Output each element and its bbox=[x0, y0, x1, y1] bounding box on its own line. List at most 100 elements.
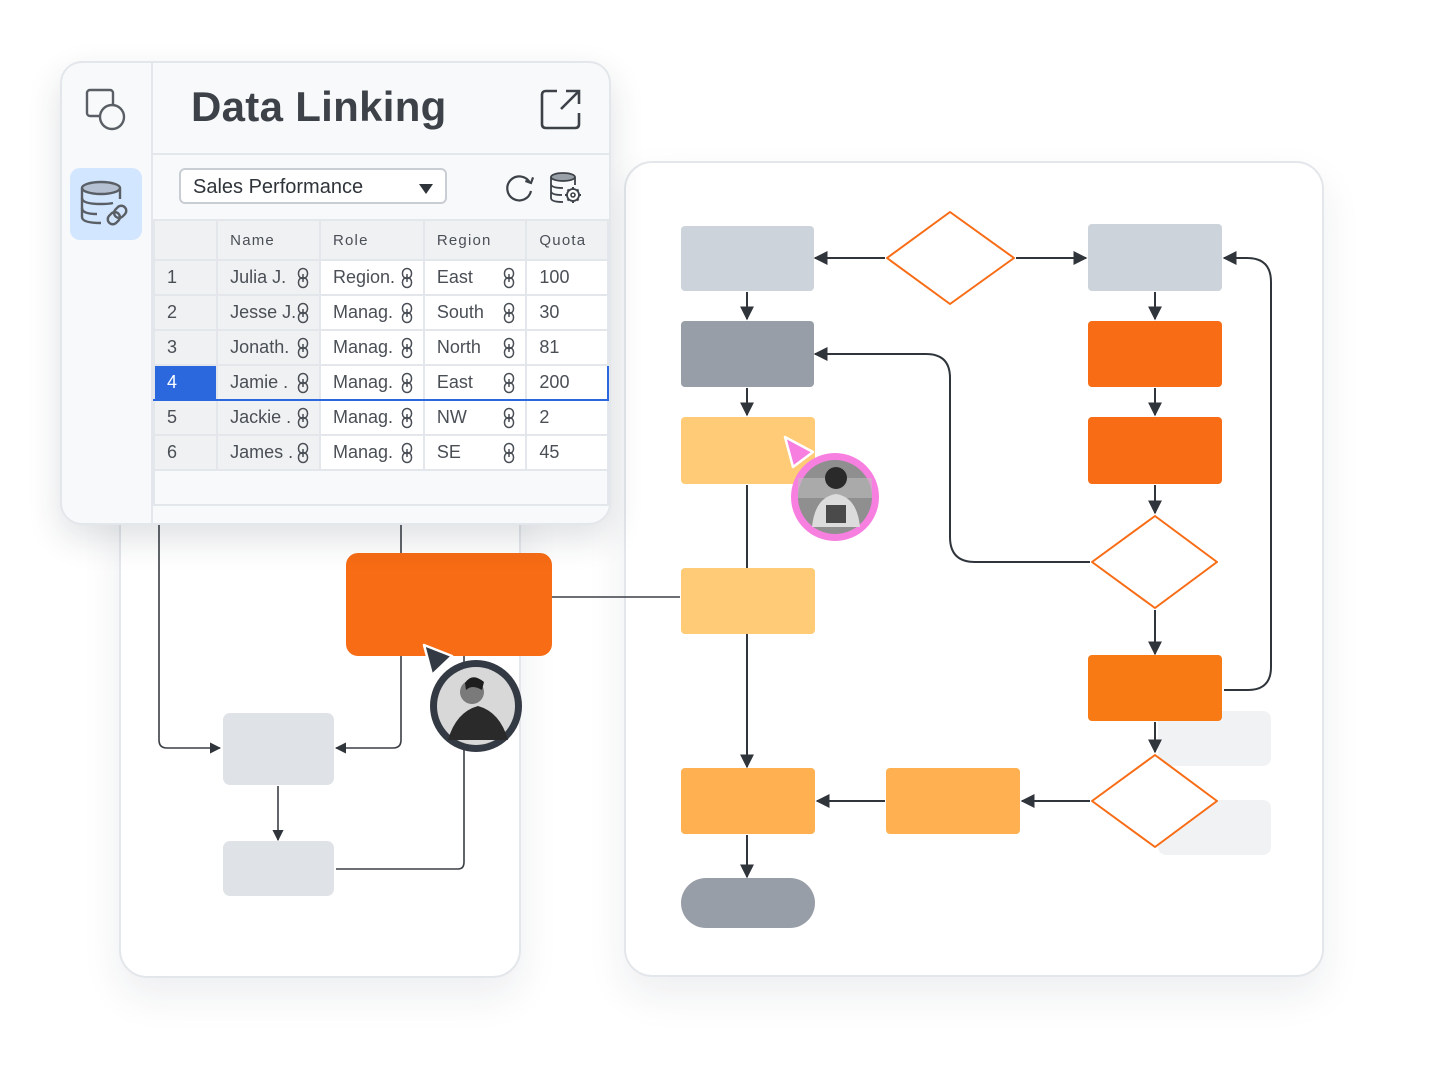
quota-cell[interactable]: 45 bbox=[525, 434, 609, 471]
link-icon[interactable] bbox=[297, 302, 309, 324]
quota-cell[interactable]: 100 bbox=[525, 259, 609, 296]
table-row[interactable]: 6 James . Manag. SE 45 bbox=[152, 434, 609, 471]
data-source-selected: Sales Performance bbox=[193, 176, 364, 198]
process-node-orange[interactable] bbox=[346, 553, 552, 656]
process-node-dark-gray[interactable] bbox=[681, 321, 814, 387]
name-cell[interactable]: Julia J. bbox=[216, 259, 321, 296]
role-cell[interactable]: Manag. bbox=[318, 364, 425, 401]
cell-text: SE bbox=[436, 442, 461, 462]
link-icon[interactable] bbox=[503, 372, 515, 394]
region-cell[interactable]: South bbox=[422, 294, 528, 331]
column-header-region[interactable]: Region bbox=[422, 219, 528, 261]
column-header-name[interactable]: Name bbox=[216, 219, 321, 261]
link-icon[interactable] bbox=[503, 442, 515, 464]
region-cell[interactable]: East bbox=[422, 364, 528, 401]
link-icon[interactable] bbox=[401, 407, 413, 429]
link-icon[interactable] bbox=[401, 267, 413, 289]
cell-text: Jamie . bbox=[230, 372, 289, 392]
process-node-gray[interactable] bbox=[223, 713, 334, 785]
shapes-tab-button[interactable] bbox=[70, 73, 142, 145]
row-number[interactable]: 1 bbox=[152, 259, 219, 296]
name-cell[interactable]: Jamie . bbox=[216, 364, 321, 401]
role-cell[interactable]: Manag. bbox=[318, 399, 425, 436]
decision-node[interactable] bbox=[1091, 515, 1218, 609]
link-icon[interactable] bbox=[503, 337, 515, 359]
link-icon[interactable] bbox=[401, 372, 413, 394]
link-icon[interactable] bbox=[401, 302, 413, 324]
cell-text: Jackie . bbox=[230, 407, 292, 427]
data-source-select[interactable]: Sales Performance bbox=[179, 168, 447, 204]
process-node-gray[interactable] bbox=[681, 226, 814, 291]
decision-node[interactable] bbox=[1091, 754, 1218, 848]
cell-text: 6 bbox=[167, 442, 178, 462]
process-node-orange[interactable] bbox=[1088, 321, 1222, 387]
region-cell[interactable]: North bbox=[422, 329, 528, 366]
decision-node[interactable] bbox=[886, 211, 1015, 305]
table-row[interactable]: 2 Jesse J. Manag. South 30 bbox=[152, 294, 609, 331]
link-icon[interactable] bbox=[297, 442, 309, 464]
process-node-light-orange[interactable] bbox=[681, 417, 815, 484]
process-node-mid-orange[interactable] bbox=[886, 768, 1020, 834]
cell-text: Manag. bbox=[332, 302, 394, 322]
external-link-icon[interactable] bbox=[539, 87, 583, 131]
row-number[interactable]: 6 bbox=[152, 434, 219, 471]
role-cell[interactable]: Manag. bbox=[318, 434, 425, 471]
link-icon[interactable] bbox=[503, 407, 515, 429]
row-number[interactable]: 5 bbox=[152, 399, 219, 436]
process-node-gray[interactable] bbox=[1088, 224, 1222, 291]
name-cell[interactable]: Jesse J. bbox=[216, 294, 321, 331]
role-cell[interactable]: Region. bbox=[318, 259, 425, 296]
table-empty-row bbox=[153, 469, 609, 506]
row-number[interactable]: 2 bbox=[152, 294, 219, 331]
link-icon[interactable] bbox=[401, 337, 413, 359]
cell-text: East bbox=[436, 267, 473, 287]
name-cell[interactable]: Jackie . bbox=[216, 399, 321, 436]
connector bbox=[336, 742, 465, 870]
quota-cell[interactable]: 81 bbox=[525, 329, 609, 366]
connector bbox=[813, 347, 1090, 563]
region-cell[interactable]: East bbox=[422, 259, 528, 296]
cell-text: South bbox=[436, 302, 484, 322]
role-cell[interactable]: Manag. bbox=[318, 329, 425, 366]
database-link-icon bbox=[80, 180, 128, 226]
quota-cell[interactable]: 200 bbox=[525, 364, 609, 401]
avatar-pink[interactable] bbox=[791, 453, 879, 541]
process-node-gray[interactable] bbox=[223, 841, 334, 896]
name-cell[interactable]: Jonath. bbox=[216, 329, 321, 366]
process-node-orange[interactable] bbox=[1088, 655, 1222, 721]
terminal-node[interactable] bbox=[681, 878, 815, 928]
region-cell[interactable]: SE bbox=[422, 434, 528, 471]
cell-text: 5 bbox=[167, 407, 178, 427]
link-icon[interactable] bbox=[297, 267, 309, 289]
region-cell[interactable]: NW bbox=[422, 399, 528, 436]
process-node-orange[interactable] bbox=[1088, 417, 1222, 484]
cell-text: North bbox=[436, 337, 481, 357]
role-cell[interactable]: Manag. bbox=[318, 294, 425, 331]
table-row[interactable]: 4 Jamie . Manag. East 200 bbox=[152, 364, 609, 401]
process-node-mid-orange[interactable] bbox=[681, 768, 815, 834]
name-cell[interactable]: James . bbox=[216, 434, 321, 471]
link-icon[interactable] bbox=[401, 442, 413, 464]
table-row[interactable]: 3 Jonath. Manag. North 81 bbox=[152, 329, 609, 366]
column-header-role[interactable]: Role bbox=[318, 219, 425, 261]
link-icon[interactable] bbox=[503, 302, 515, 324]
data-linking-tab-button[interactable] bbox=[70, 168, 142, 240]
connector bbox=[1222, 251, 1272, 691]
quota-cell[interactable]: 30 bbox=[525, 294, 609, 331]
link-icon[interactable] bbox=[297, 337, 309, 359]
avatar-dark[interactable] bbox=[430, 660, 522, 752]
link-icon[interactable] bbox=[503, 267, 515, 289]
quota-cell[interactable]: 2 bbox=[525, 399, 609, 436]
row-number[interactable]: 4 bbox=[152, 364, 219, 401]
link-icon[interactable] bbox=[297, 407, 309, 429]
cell-text: James . bbox=[230, 442, 294, 462]
table-row[interactable]: 1 Julia J. Region. East 100 bbox=[152, 259, 609, 296]
process-node-light-orange[interactable] bbox=[681, 568, 815, 634]
link-icon[interactable] bbox=[297, 372, 309, 394]
caret-down-icon bbox=[419, 184, 433, 194]
column-header-quota[interactable]: Quota bbox=[525, 219, 609, 261]
row-number[interactable]: 3 bbox=[152, 329, 219, 366]
database-settings-icon[interactable] bbox=[549, 171, 583, 205]
table-row[interactable]: 5 Jackie . Manag. NW 2 bbox=[152, 399, 609, 436]
refresh-icon[interactable] bbox=[503, 171, 537, 205]
